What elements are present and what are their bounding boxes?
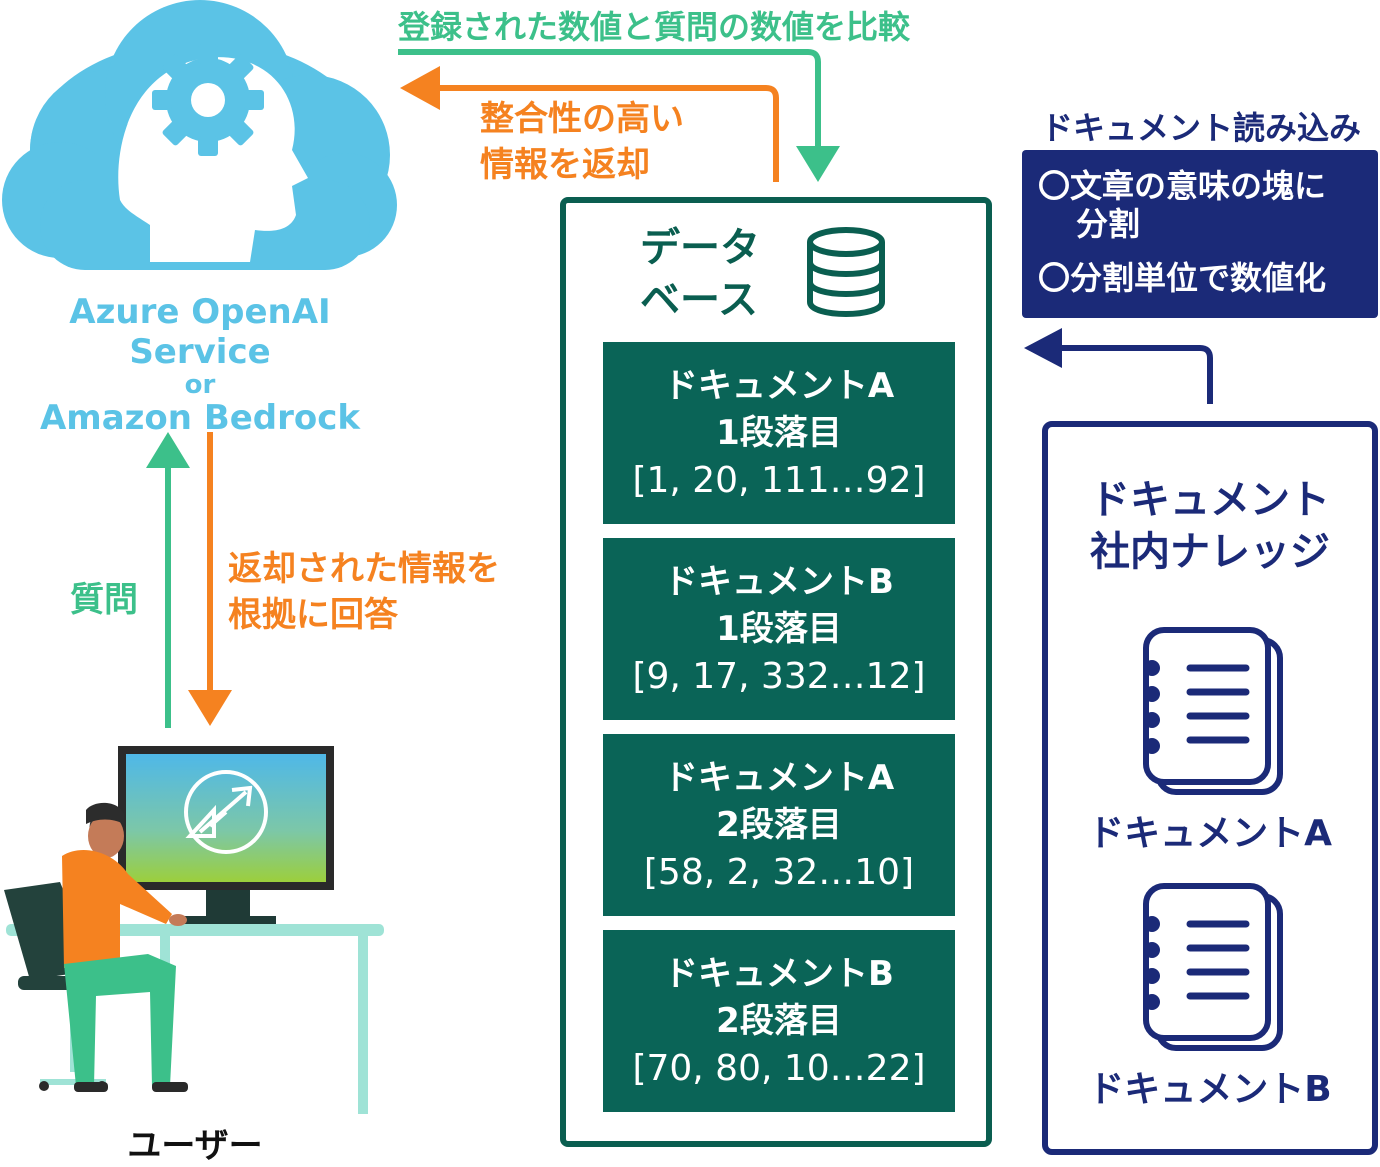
compare-arrow (398, 49, 821, 150)
loading-step2: 〇分割単位で数値化 (1038, 259, 1327, 297)
database-record: ドキュメントB 2段落目 [70, 80, 10…22] (603, 930, 955, 1112)
notebook-icon (1143, 627, 1283, 795)
user-at-computer-icon (4, 746, 384, 1114)
knowledge-title: ドキュメント 社内ナレッジ (1042, 474, 1378, 578)
answer-arrowhead (188, 690, 232, 726)
return-label: 整合性の高い 情報を返却 (480, 96, 684, 188)
load-arrowhead (1024, 328, 1062, 368)
database-icon (807, 227, 885, 317)
answer-label: 返却された情報を 根拠に回答 (228, 546, 500, 638)
compare-label: 登録された数値と質問の数値を比較 (398, 8, 911, 46)
brain-gear-cloud-icon (2, 0, 397, 270)
user-label: ユーザー (127, 1126, 263, 1166)
database-panel (560, 197, 992, 1147)
question-arrowhead (146, 432, 190, 468)
database-record: ドキュメントB 1段落目 [9, 17, 332…12] (603, 538, 955, 720)
loading-step1-line1: 〇文章の意味の塊に (1038, 167, 1327, 205)
loading-title: ドキュメント読み込み (1040, 109, 1361, 147)
compare-arrowhead (796, 146, 840, 182)
return-label-line2: 情報を返却 (480, 145, 650, 185)
record-paragraph: 2段落目 (716, 1000, 842, 1041)
record-doc: ドキュメントB (664, 561, 894, 602)
record-doc: ドキュメントA (663, 757, 895, 798)
return-arrowhead (400, 66, 440, 110)
record-vector: [70, 80, 10…22] (632, 1047, 926, 1089)
knowledge-title-line1: ドキュメント (1090, 477, 1330, 523)
record-doc: ドキュメントB (664, 953, 894, 994)
record-paragraph: 1段落目 (716, 412, 842, 453)
notebook-icon (1143, 883, 1283, 1051)
answer-label-line1: 返却された情報を (228, 549, 500, 589)
database-label-line1: データ (640, 225, 760, 271)
knowledge-doc-label: ドキュメントA (1088, 813, 1332, 854)
record-vector: [9, 17, 332…12] (632, 655, 926, 697)
database-record: ドキュメントA 1段落目 [1, 20, 111…92] (603, 342, 955, 524)
record-doc: ドキュメントA (663, 365, 895, 406)
ai-service-label: Azure OpenAI Service or Amazon Bedrock (0, 292, 400, 438)
ai-service-line1: Azure OpenAI Service (69, 292, 331, 372)
return-arrow (435, 85, 779, 182)
question-label: 質問 (70, 580, 138, 620)
answer-label-line2: 根拠に回答 (228, 595, 398, 635)
record-vector: [1, 20, 111…92] (632, 459, 926, 501)
record-paragraph: 2段落目 (716, 804, 842, 845)
database-label: データ ベース (640, 222, 790, 326)
record-vector: [58, 2, 32…10] (643, 851, 915, 893)
ai-service-or: or (184, 370, 216, 400)
loading-steps-box: 〇文章の意味の塊に 分割 〇分割単位で数値化 (1022, 150, 1378, 318)
database-record: ドキュメントA 2段落目 [58, 2, 32…10] (603, 734, 955, 916)
ai-service-line3: Amazon Bedrock (39, 398, 361, 438)
load-arrow (1058, 345, 1213, 404)
database-label-line2: ベース (640, 277, 758, 323)
record-paragraph: 1段落目 (716, 608, 842, 649)
knowledge-panel (1042, 421, 1378, 1155)
knowledge-title-line2: 社内ナレッジ (1090, 529, 1330, 575)
knowledge-doc-label: ドキュメントB (1088, 1069, 1332, 1110)
return-label-line1: 整合性の高い (480, 99, 684, 139)
loading-step1-line2: 分割 (1076, 205, 1141, 243)
